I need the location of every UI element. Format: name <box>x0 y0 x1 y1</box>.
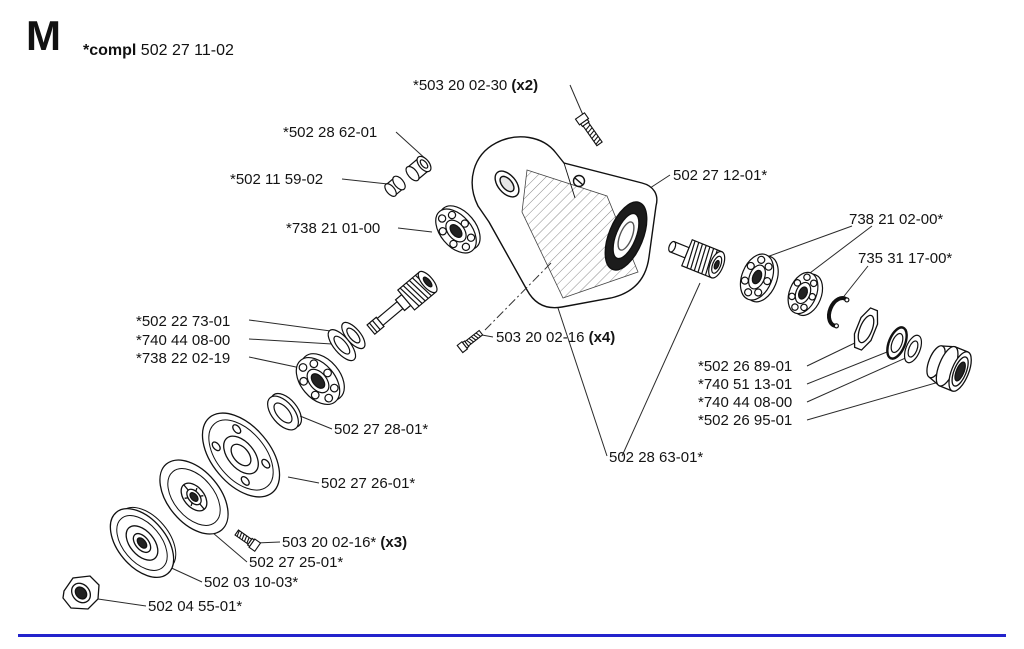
part-label-738-21-02-00: 738 21 02-00* <box>849 211 943 228</box>
part-qty: (x2) <box>511 77 539 94</box>
seal-ring-drawing <box>886 326 908 360</box>
part-number: 735 31 17-00* <box>858 250 953 267</box>
part-label-502-04-55-01: 502 04 55-01* <box>148 598 242 615</box>
hex-nut-drawing <box>62 575 100 610</box>
part-label-502-27-25-01: 502 27 25-01* <box>249 554 343 571</box>
section-letter: M <box>26 12 62 59</box>
part-qty: (x3) <box>380 534 408 551</box>
snap-ring-drawing <box>827 296 850 329</box>
part-number: 502 27 26-01* <box>321 475 416 492</box>
plug-drawing <box>405 155 432 182</box>
part-label-502-22-73-01: *502 22 73-01 <box>136 313 230 330</box>
part-label-740-44-08-00: *740 44 08-00 <box>136 332 230 349</box>
thrust-washer-drawing <box>903 334 923 364</box>
dust-cup-drawing <box>109 506 177 578</box>
plug-screw-drawing <box>384 175 406 197</box>
screw-centerline <box>484 262 552 331</box>
flange-screw-drawing <box>234 529 262 553</box>
part-number: 503 20 02-16 <box>496 329 589 346</box>
washer-drawing <box>267 392 303 431</box>
part-label-503-20-02-16-x4: 503 20 02-16 (x4) <box>496 329 615 346</box>
compl-number: 502 27 11-02 <box>140 42 234 59</box>
upper-bearing-drawing <box>435 205 481 254</box>
part-number: 738 21 02-00* <box>849 211 944 228</box>
footer-divider <box>18 634 1006 637</box>
part-label-738-22-02-19: *738 22 02-19 <box>136 350 230 367</box>
compl-note: *compl 502 27 11-02 <box>83 42 234 60</box>
part-label-738-21-01-00: *738 21 01-00 <box>286 220 380 237</box>
pinion-bearing-2-drawing <box>787 271 824 317</box>
part-number: 502 28 63-01* <box>609 449 704 466</box>
part-label-735-31-17-00: 735 31 17-00* <box>858 250 952 267</box>
top-screw-drawing <box>574 112 603 147</box>
part-number: 503 20 02-16* <box>282 534 381 551</box>
part-label-502-03-10-03: 502 03 10-03* <box>204 574 298 591</box>
part-label-503-20-02-30: *503 20 02-30 (x2) <box>413 77 538 94</box>
part-number: *738 21 01-00 <box>286 220 381 237</box>
part-number: 502 04 55-01* <box>148 598 243 615</box>
part-number: *502 11 59-02 <box>230 171 324 188</box>
output-cup-drawing <box>926 345 972 392</box>
part-number: *738 22 02-19 <box>136 350 231 367</box>
part-number: 502 27 28-01* <box>334 421 429 438</box>
part-number: *502 22 73-01 <box>136 313 231 330</box>
compl-prefix: *compl <box>83 42 137 59</box>
gear-shaft-drawing <box>366 270 438 336</box>
pinion-bearing-1-drawing <box>739 253 779 303</box>
part-label-502-27-26-01: 502 27 26-01* <box>321 475 415 492</box>
part-label-502-26-89-01: *502 26 89-01 <box>698 358 792 375</box>
part-number: 502 03 10-03* <box>204 574 299 591</box>
part-label-502-11-59-02: *502 11 59-02 <box>230 171 323 188</box>
side-screw-drawing <box>456 329 484 354</box>
shim-washers-drawing <box>327 321 366 362</box>
part-number: 502 27 25-01* <box>249 554 344 571</box>
part-number: 502 27 12-01* <box>673 167 768 184</box>
part-label-502-26-95-01: *502 26 95-01 <box>698 412 792 429</box>
part-number: *740 44 08-00 <box>698 394 793 411</box>
housing-drawing <box>471 136 658 309</box>
part-label-502-27-28-01: 502 27 28-01* <box>334 421 428 438</box>
lock-ring-drawing <box>853 307 879 351</box>
part-label-502-28-62-01: *502 28 62-01 <box>283 124 377 141</box>
part-label-740-51-13-01: *740 51 13-01 <box>698 376 792 393</box>
part-label-740-44-08-00-2: *740 44 08-00 <box>698 394 792 411</box>
part-label-502-28-63-01: 502 28 63-01* <box>609 449 703 466</box>
part-number: *502 28 62-01 <box>283 124 378 141</box>
part-number: *503 20 02-30 <box>413 77 512 94</box>
part-number: *740 51 13-01 <box>698 376 793 393</box>
part-number: *740 44 08-00 <box>136 332 231 349</box>
flange-drawing <box>201 412 281 498</box>
part-label-502-27-12-01: 502 27 12-01* <box>673 167 767 184</box>
part-number: *502 26 89-01 <box>698 358 793 375</box>
part-number: *502 26 95-01 <box>698 412 793 429</box>
part-label-503-20-02-16-x3: 503 20 02-16* (x3) <box>282 534 407 551</box>
support-cup-drawing <box>159 459 229 535</box>
part-qty: (x4) <box>588 329 616 346</box>
pinion-gear-drawing <box>668 238 726 279</box>
